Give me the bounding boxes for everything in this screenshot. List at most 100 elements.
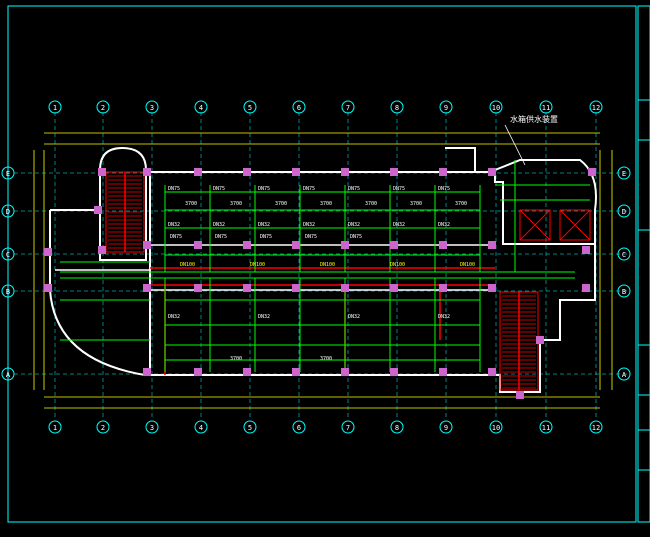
axis-label: 2 <box>101 424 105 432</box>
pipe-label: DN32 <box>438 222 450 228</box>
axis-label: 4 <box>199 424 203 432</box>
column <box>341 368 349 376</box>
pipe-label: DN75 <box>350 234 362 240</box>
pipe-label: 3700 <box>230 356 242 362</box>
column <box>98 168 106 176</box>
axis-label: D <box>622 208 626 216</box>
note-leader <box>504 124 526 166</box>
axis-bubble <box>589 100 603 114</box>
title-block-cells <box>638 99 650 471</box>
pipe-label: DN100 <box>320 262 335 268</box>
pipe-label: 3700 <box>230 201 242 207</box>
axis-label: 7 <box>346 104 350 112</box>
axis-label: 10 <box>492 424 500 432</box>
pipe-label: DN75 <box>348 186 360 192</box>
axis-label: E <box>6 170 10 178</box>
axis-label: 10 <box>492 104 500 112</box>
column <box>439 284 447 292</box>
axis-label: 9 <box>444 104 448 112</box>
pipe-label: DN100 <box>250 262 265 268</box>
column <box>439 368 447 376</box>
axis-bubble <box>439 420 453 434</box>
column <box>390 168 398 176</box>
axis-label: 12 <box>592 424 600 432</box>
axis-bubble <box>243 420 257 434</box>
axis-label: 6 <box>297 104 301 112</box>
pipe-label: DN75 <box>215 234 227 240</box>
pipe-label: DN32 <box>168 314 180 320</box>
pipe-label: DN32 <box>258 222 270 228</box>
axis-bubble <box>1 247 15 261</box>
axis-bubble <box>390 100 404 114</box>
column <box>194 168 202 176</box>
corridor-walls <box>55 244 495 291</box>
column <box>292 284 300 292</box>
axis-bubble <box>1 166 15 180</box>
pipe-label: 3700 <box>320 356 332 362</box>
pipe-label: DN32 <box>213 222 225 228</box>
pipe-label: DN75 <box>260 234 272 240</box>
column <box>488 368 496 376</box>
pipe-label: DN100 <box>180 262 195 268</box>
column <box>94 206 102 214</box>
axis-label: 8 <box>395 424 399 432</box>
axis-bubble <box>589 420 603 434</box>
pipe-label: DN32 <box>348 314 360 320</box>
column <box>390 241 398 249</box>
column <box>194 241 202 249</box>
axis-bubble <box>194 100 208 114</box>
axis-label: B <box>622 288 626 296</box>
axis-label: 6 <box>297 424 301 432</box>
axis-label: 4 <box>199 104 203 112</box>
pipe-label: DN75 <box>170 234 182 240</box>
column <box>292 168 300 176</box>
column <box>44 284 52 292</box>
pipe-label: 3700 <box>275 201 287 207</box>
pipe-label: DN75 <box>393 186 405 192</box>
axis-label: 7 <box>346 424 350 432</box>
axis-bubble <box>390 420 404 434</box>
axis-label: A <box>6 371 11 379</box>
pipe-label: 3700 <box>320 201 332 207</box>
pipe-label: 3700 <box>410 201 422 207</box>
axis-label: 2 <box>101 104 105 112</box>
pipe-label: DN32 <box>348 222 360 228</box>
title-block <box>637 5 650 523</box>
column <box>341 284 349 292</box>
axis-label: B <box>6 288 10 296</box>
pipe-label: DN75 <box>168 186 180 192</box>
axis-bubble <box>292 100 306 114</box>
axis-label: 1 <box>53 424 57 432</box>
column <box>194 368 202 376</box>
axis-label: 8 <box>395 104 399 112</box>
column <box>243 168 251 176</box>
axis-bubble <box>145 420 159 434</box>
axis-label: 3 <box>150 104 154 112</box>
pipe-label: DN75 <box>258 186 270 192</box>
axis-label: 5 <box>248 104 252 112</box>
green-pipes <box>60 160 590 372</box>
axis-bubble <box>341 100 355 114</box>
axis-bubble <box>96 420 110 434</box>
column <box>98 246 106 254</box>
column <box>439 168 447 176</box>
column <box>243 241 251 249</box>
pipe-label: DN32 <box>438 314 450 320</box>
axis-bubble <box>539 100 553 114</box>
column <box>143 168 151 176</box>
axis-bubble <box>145 100 159 114</box>
axis-bubble <box>439 100 453 114</box>
axis-bubble <box>617 166 631 180</box>
axis-label: C <box>6 251 10 259</box>
pipe-label: DN75 <box>303 186 315 192</box>
column <box>488 168 496 176</box>
axis-bubble <box>48 420 62 434</box>
column <box>488 241 496 249</box>
axis-bubble <box>194 420 208 434</box>
axis-label: D <box>6 208 10 216</box>
axis-bubble <box>489 100 503 114</box>
axis-bubble <box>341 420 355 434</box>
